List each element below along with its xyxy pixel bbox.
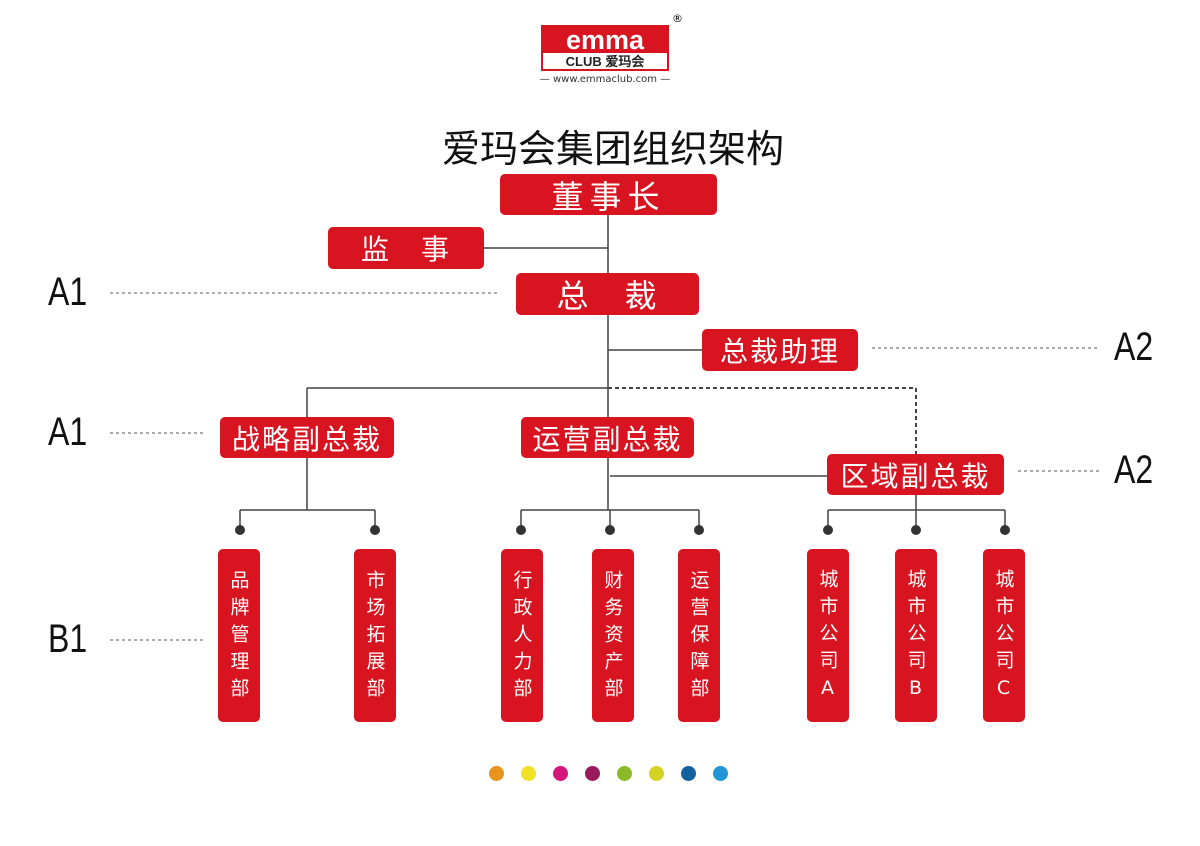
color-dot bbox=[489, 766, 504, 781]
dept-finance-assets: 财务资产部 bbox=[592, 549, 634, 722]
dept-brand-management: 品牌管理部 bbox=[218, 549, 260, 722]
level-b1: B1 bbox=[48, 617, 88, 661]
logo-url: — www.emmaclub.com — bbox=[539, 74, 671, 85]
color-dot bbox=[617, 766, 632, 781]
dept-admin-hr: 行政人力部 bbox=[501, 549, 543, 722]
color-dot bbox=[649, 766, 664, 781]
color-dot bbox=[585, 766, 600, 781]
city-company-b: 城市公司B bbox=[895, 549, 937, 722]
node-supervisor: 监 事 bbox=[328, 227, 484, 269]
city-company-c: 城市公司C bbox=[983, 549, 1025, 722]
level-a1-mid: A1 bbox=[48, 410, 88, 454]
registered-mark: ® bbox=[672, 12, 683, 25]
color-dots bbox=[489, 766, 728, 781]
level-a2-top: A2 bbox=[1114, 325, 1154, 369]
page-title: 爱玛会集团组织架构 bbox=[441, 127, 784, 171]
node-regional-vp: 区域副总裁 bbox=[827, 454, 1004, 495]
node-operations-vp: 运营副总裁 bbox=[521, 417, 694, 458]
city-company-a: 城市公司A bbox=[807, 549, 849, 722]
dept-operations-support: 运营保障部 bbox=[678, 549, 720, 722]
color-dot bbox=[681, 766, 696, 781]
level-a1-top: A1 bbox=[48, 270, 88, 314]
color-dot bbox=[713, 766, 728, 781]
color-dot bbox=[553, 766, 568, 781]
node-president-assistant: 总裁助理 bbox=[702, 329, 858, 371]
node-president: 总 裁 bbox=[516, 273, 699, 315]
logo-brand: emma bbox=[543, 27, 667, 54]
dept-market-expansion: 市场拓展部 bbox=[354, 549, 396, 722]
level-a2-mid: A2 bbox=[1114, 448, 1154, 492]
color-dot bbox=[521, 766, 536, 781]
node-chairman: 董事长 bbox=[500, 174, 717, 216]
emma-club-logo: emma CLUB 爱玛会 bbox=[541, 25, 669, 71]
node-strategy-vp: 战略副总裁 bbox=[220, 417, 394, 458]
logo-sub: CLUB 爱玛会 bbox=[565, 54, 645, 69]
